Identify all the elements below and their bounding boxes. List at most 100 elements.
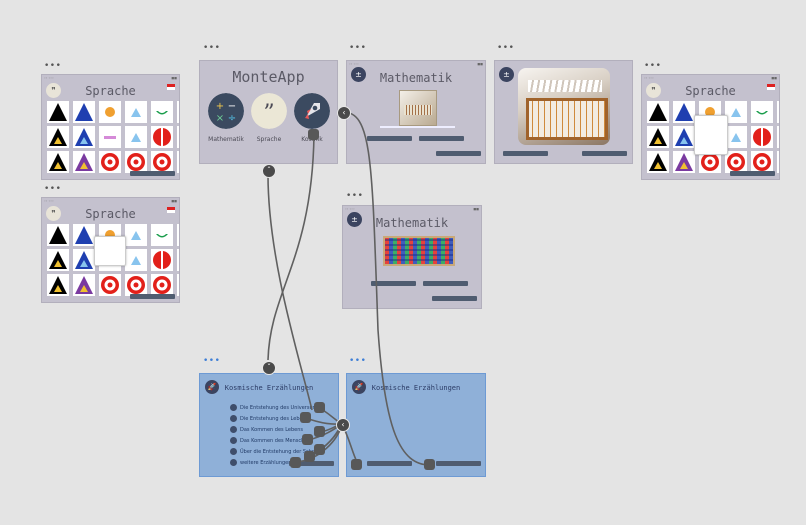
artboard-kosmische-erzaehlungen-2[interactable]: 🚀 Kosmische Erzählungen (346, 373, 486, 477)
forward-button[interactable] (582, 151, 627, 156)
shape-card[interactable] (725, 101, 747, 123)
link-source-node[interactable] (314, 402, 325, 413)
frame-menu-dots[interactable]: ••• (349, 356, 367, 366)
link-source-node[interactable] (314, 444, 325, 455)
shape-card[interactable] (151, 151, 173, 173)
next-button[interactable] (436, 461, 481, 466)
shape-card[interactable] (177, 274, 179, 296)
next-button[interactable] (436, 151, 481, 156)
link-source-node[interactable] (424, 459, 435, 470)
shape-card[interactable] (99, 274, 121, 296)
quote-icon[interactable]: ❞ (46, 83, 61, 98)
story-item[interactable]: weitere Erzählungen (230, 458, 291, 468)
shape-card[interactable] (177, 101, 179, 123)
shape-card[interactable] (47, 249, 69, 271)
shape-card[interactable] (673, 151, 695, 173)
artboard-sprache-3[interactable]: ◦◦ ◦◦◦■■ ❞ Sprache (641, 74, 780, 180)
info-popup[interactable] (694, 115, 728, 155)
link-source-node[interactable] (300, 412, 311, 423)
next-button[interactable] (130, 294, 175, 299)
link-source-node[interactable] (308, 129, 319, 140)
shape-card[interactable] (99, 151, 121, 173)
link-source-node[interactable] (314, 426, 325, 437)
link-source-node[interactable] (304, 451, 315, 462)
artboard-sprache-1[interactable]: ◦◦ ◦◦◦■■ ❞ Sprache (41, 74, 180, 180)
artboard-kosmische-erzaehlungen-1[interactable]: 🚀 Kosmische Erzählungen Die Entstehung d… (199, 373, 339, 477)
link-source-node[interactable] (302, 434, 313, 445)
math-icon[interactable]: ± (351, 67, 366, 82)
shape-card[interactable] (699, 151, 721, 173)
shape-card[interactable] (47, 101, 69, 123)
frame-menu-dots[interactable]: ••• (44, 61, 62, 71)
forward-button[interactable] (423, 281, 468, 286)
quote-icon[interactable]: ❞ (46, 206, 61, 221)
shape-card[interactable] (151, 126, 173, 148)
shape-card[interactable] (125, 151, 147, 173)
shape-card[interactable] (751, 126, 773, 148)
artboard-monteapp-home[interactable]: MonteApp + − × ÷ ” Mathematik Sprache Ko… (199, 60, 338, 164)
shape-card[interactable] (777, 151, 779, 173)
rocket-icon[interactable] (294, 93, 330, 129)
shape-card[interactable] (151, 101, 173, 123)
frame-menu-dots[interactable]: ••• (644, 61, 662, 71)
back-button[interactable] (371, 281, 416, 286)
shape-card[interactable] (73, 101, 95, 123)
artboard-mathematik-2[interactable]: ◦◦ ◦◦◦■■ ± Mathematik (342, 205, 482, 309)
back-button[interactable] (503, 151, 548, 156)
shape-card[interactable] (47, 224, 69, 246)
story-item[interactable]: Die Entstehung des Lebens (230, 414, 308, 424)
artboard-image-detail[interactable]: ± (494, 60, 633, 164)
shape-card[interactable] (725, 126, 747, 148)
shape-card[interactable] (125, 224, 147, 246)
shape-card[interactable] (47, 151, 69, 173)
quote-icon[interactable]: ❞ (646, 83, 661, 98)
flag-icon[interactable] (167, 207, 175, 213)
story-item[interactable]: Das Kommen des Lebens (230, 425, 303, 435)
shape-card[interactable] (751, 151, 773, 173)
shape-card[interactable] (647, 151, 669, 173)
link-target-handle[interactable]: ˇ (262, 361, 276, 375)
shape-card[interactable] (73, 151, 95, 173)
next-button[interactable] (289, 461, 334, 466)
back-button[interactable] (367, 136, 412, 141)
shape-card[interactable] (647, 101, 669, 123)
shape-card[interactable] (151, 274, 173, 296)
shape-card[interactable] (125, 126, 147, 148)
frame-menu-dots[interactable]: ••• (497, 43, 515, 53)
quote-icon[interactable]: ” (251, 93, 287, 129)
frame-menu-dots[interactable]: ••• (349, 43, 367, 53)
shape-card[interactable] (125, 249, 147, 271)
info-popup[interactable] (94, 236, 126, 266)
flag-icon[interactable] (767, 84, 775, 90)
shape-card[interactable] (725, 151, 747, 173)
shape-card[interactable] (751, 101, 773, 123)
shape-card[interactable] (73, 126, 95, 148)
shape-card[interactable] (673, 126, 695, 148)
shape-card[interactable] (125, 274, 147, 296)
artboard-sprache-2[interactable]: ◦◦ ◦◦◦■■ ❞ Sprache (41, 197, 180, 303)
frame-menu-dots[interactable]: ••• (346, 191, 364, 201)
forward-button[interactable] (419, 136, 464, 141)
link-target-handle[interactable]: ‹ (336, 418, 350, 432)
shape-card[interactable] (777, 126, 779, 148)
shape-card[interactable] (777, 101, 779, 123)
link-target-handle[interactable]: ˆ (262, 164, 276, 178)
shape-card[interactable] (177, 224, 179, 246)
shape-card[interactable] (47, 274, 69, 296)
shape-card[interactable] (151, 224, 173, 246)
link-source-node[interactable] (351, 459, 362, 470)
back-button[interactable] (367, 461, 412, 466)
frame-menu-dots[interactable]: ••• (44, 184, 62, 194)
shape-card[interactable] (177, 249, 179, 271)
shape-card[interactable] (73, 249, 95, 271)
link-target-handle[interactable]: ‹ (337, 106, 351, 120)
frame-menu-dots[interactable]: ••• (203, 43, 221, 53)
shape-card[interactable] (647, 126, 669, 148)
math-icon[interactable]: ± (499, 67, 514, 82)
shape-card[interactable] (47, 126, 69, 148)
shape-card[interactable] (99, 101, 121, 123)
next-button[interactable] (730, 171, 775, 176)
shape-card[interactable] (73, 274, 95, 296)
shape-card[interactable] (73, 224, 95, 246)
artboard-mathematik-1[interactable]: ◦◦ ◦◦◦■■ ± Mathematik (346, 60, 486, 164)
